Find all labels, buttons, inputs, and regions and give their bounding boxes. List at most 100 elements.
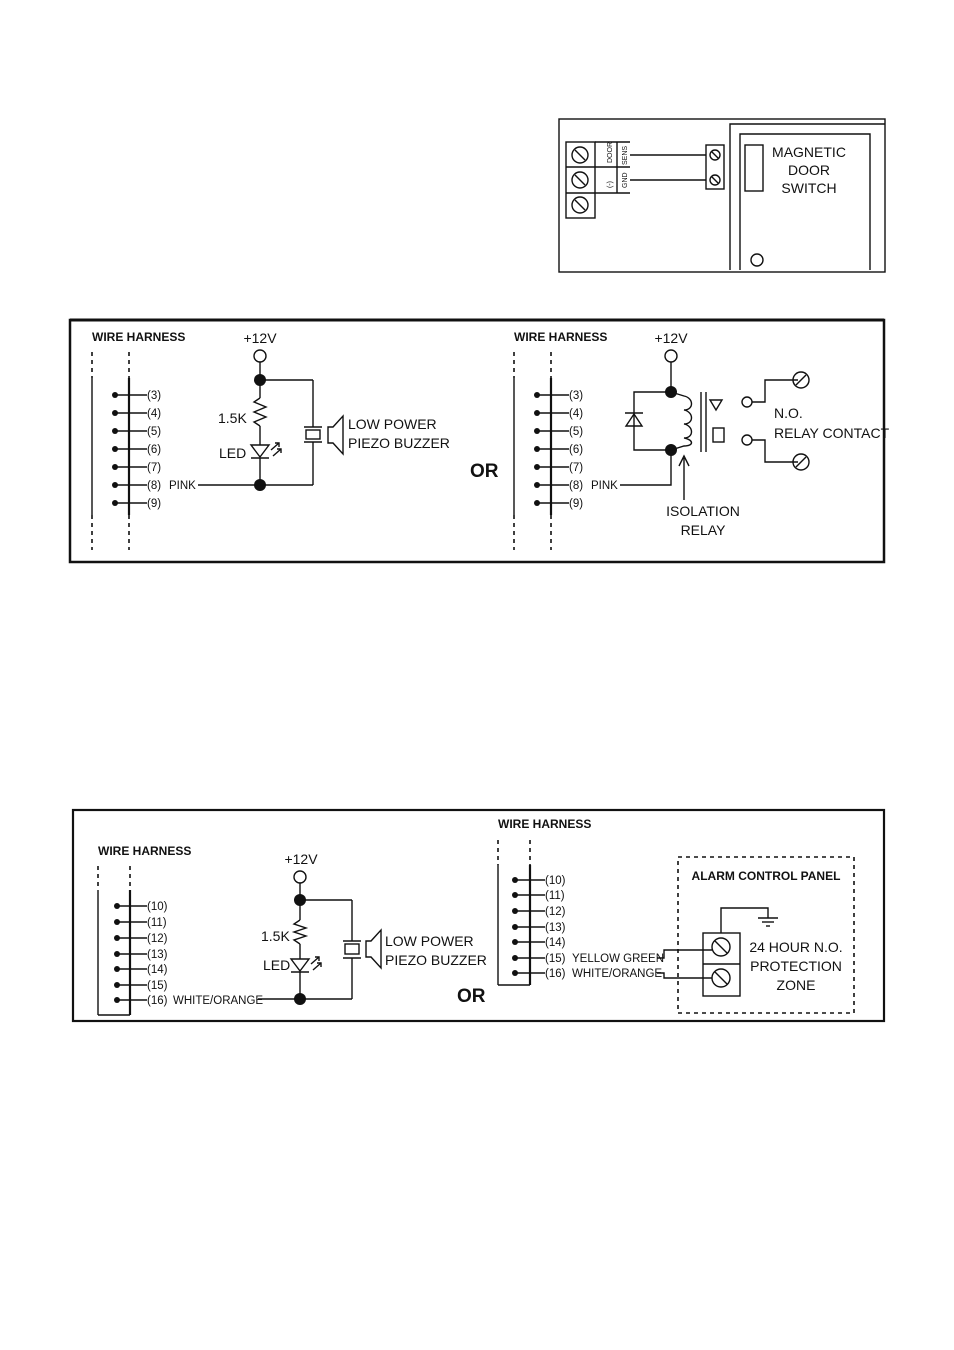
harness-pin: (10) [114,901,168,913]
zone-label-line: ZONE [777,977,816,993]
resistor-icon [252,397,268,427]
harness-pin: (12) [114,933,168,945]
svg-text:(7): (7) [147,462,161,474]
voltage-label: +12V [243,330,277,346]
led-label: LED [263,957,290,973]
led-icon [249,442,282,459]
harness-pin: (5) [534,426,583,438]
harness-pin: (3) [534,390,583,402]
harness-pin: (8) [112,480,161,492]
svg-text:(13): (13) [545,922,566,934]
or-label: OR [457,986,486,1007]
diagram1-output-wiring: WIRE HARNESS (3) (4) (5) (6) (7) (8) (9)… [68,318,890,564]
relay-contact-icon [708,379,798,463]
harness-pin: (4) [534,408,583,420]
svg-text:(3): (3) [147,390,161,402]
switch-label-line: MAGNETIC [772,144,846,160]
diode-icon [624,412,644,427]
screw-terminal-icon [792,453,810,471]
zone-label-line: 24 HOUR N.O. [749,939,842,955]
diagram1-left-circuit: WIRE HARNESS (3) (4) (5) (6) (7) (8) (9)… [91,330,450,550]
harness-pin: (15) [512,953,566,965]
resistor-label: 1.5K [261,928,290,944]
panel-title: ALARM CONTROL PANEL [692,869,841,883]
screw-terminal-icon [571,146,589,164]
screw-terminal-icon [792,371,810,389]
screw-terminal-icon [711,968,731,988]
contact-label-line: N.O. [774,405,803,421]
svg-text:(3): (3) [569,390,583,402]
resistor-label: 1.5K [218,410,247,426]
diagram2-frame [71,808,886,1023]
harness-pin: (16) [512,968,566,980]
buzzer-label-line: PIEZO BUZZER [348,435,450,451]
harness-pin: (7) [112,462,161,474]
harness-title: WIRE HARNESS [498,817,591,831]
svg-text:(12): (12) [147,933,168,945]
relay-coil-icon [670,391,707,452]
harness-pin: (6) [534,444,583,456]
harness-pin: (3) [112,390,161,402]
harness-pin: (16) [114,995,168,1007]
svg-text:(10): (10) [147,901,168,913]
wire-color-label: YELLOW GREEN [572,953,664,965]
diagram2-right-circuit: WIRE HARNESS (10) (11) (12) (13) (14) (1… [497,817,855,1014]
switch-connector [705,144,725,190]
screw-icon [709,149,721,161]
door-switch-diagram: DOOR SENS (-) GND MAGNETIC DOOR SWITCH [558,118,886,273]
screw-terminal-icon [711,937,731,957]
voltage-label: +12V [654,330,688,346]
relay-label-line: ISOLATION [666,503,740,519]
harness-pin: (6) [112,444,161,456]
diagram1-right-circuit: WIRE HARNESS (3) (4) (5) (6) (7) (8) (9)… [513,330,890,550]
harness-title: WIRE HARNESS [92,330,185,344]
svg-text:(5): (5) [569,426,583,438]
harness-pin: (15) [114,980,168,992]
harness-pin: (13) [114,949,168,961]
magnet-icon [744,144,764,192]
zone-label-line: PROTECTION [750,958,842,974]
contact-label-line: RELAY CONTACT [774,425,890,441]
supply-terminal-icon [253,349,267,363]
harness-pin: (11) [512,890,565,902]
screw-terminal-icon [571,171,589,189]
harness-pin: (8) [534,480,583,492]
svg-text:(12): (12) [545,906,566,918]
svg-text:(15): (15) [147,980,168,992]
diagram1-frame [68,318,886,564]
harness-pin: (13) [512,922,566,934]
svg-text:(8): (8) [569,480,583,492]
terminal-strip [565,141,596,219]
diagram2-left-circuit: WIRE HARNESS (10) (11) (12) (13) (14) (1… [97,844,487,1016]
svg-text:(4): (4) [147,408,161,420]
harness-pin: (9) [112,498,161,510]
harness-title: WIRE HARNESS [98,844,191,858]
svg-text:(7): (7) [569,462,583,474]
harness-pin: (10) [512,875,566,887]
wire-color-label: PINK [591,480,618,492]
svg-text:(15): (15) [545,953,566,965]
switch-label-line: DOOR [788,162,830,178]
wire-color-label: WHITE/ORANGE [173,995,263,1007]
supply-terminal-icon [664,349,678,363]
wire-color-label: PINK [169,480,196,492]
svg-text:(6): (6) [569,444,583,456]
piezo-buzzer-icon [343,928,382,970]
relay-label-line: RELAY [681,522,727,538]
harness-pin: (4) [112,408,161,420]
terminal-label: GND [622,172,629,188]
buzzer-label-line: PIEZO BUZZER [385,952,487,968]
harness-pin: (11) [114,917,167,929]
led-icon [289,956,322,973]
terminal-label: SENS [622,146,629,165]
svg-text:(11): (11) [545,890,565,902]
door-knob-icon [750,253,764,267]
terminal-label: DOOR [607,142,614,163]
svg-text:(6): (6) [147,444,161,456]
screw-terminal-icon [571,196,589,214]
harness-pin: (12) [512,906,566,918]
voltage-label: +12V [284,851,318,867]
wire-color-label: WHITE/ORANGE [572,968,662,980]
svg-text:(8): (8) [147,480,161,492]
